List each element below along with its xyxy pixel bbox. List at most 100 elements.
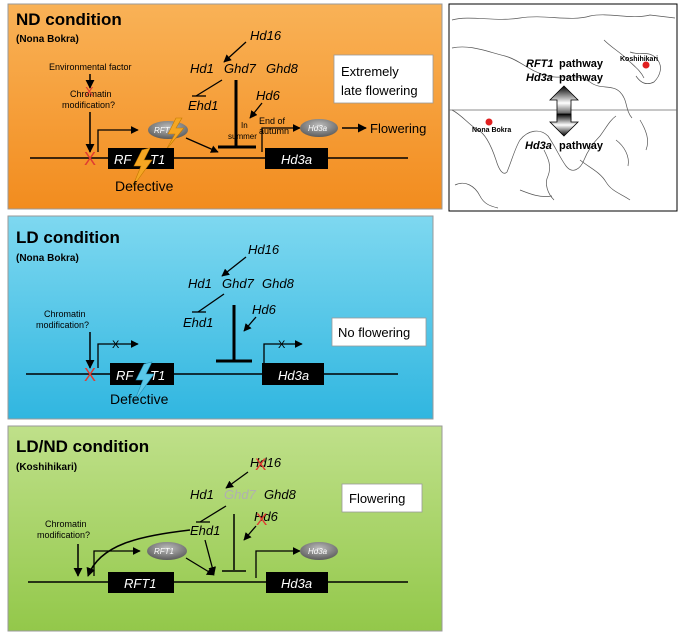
ldnd-phenotype-label: Flowering [349,491,405,506]
nd-hd16-label: Hd16 [250,28,282,43]
ld-title: LD condition [16,228,120,247]
ldnd-hd6-cross-icon: X [256,510,267,529]
ldnd-hd16-arrow [225,471,249,489]
nd-hd16-arrow [223,41,247,63]
map-rft1-pathway-word: pathway [559,58,604,70]
nd-ghd8-label: Ghd8 [266,61,299,76]
nd-chromatin-line1: Chromatin [70,89,112,99]
ld-hd3a-gene-label: Hd3a [278,368,309,383]
nd-ehd1-label: Ehd1 [188,98,218,113]
nd-rft1-transcription-arrow [97,126,139,152]
ld-ehd1-label: Ehd1 [183,315,213,330]
ldnd-rft1-gene-label: RFT1 [124,576,157,591]
nona-bokra-label: Nona Bokra [472,127,511,134]
nd-rft1-gene-part2: T1 [150,152,165,167]
nd-in-summer-line1: In [241,121,248,130]
ld-chromatin-line2: modification? [36,320,89,330]
nd-hd3a-gene-box [265,148,328,169]
nd-variety: (Nona Bokra) [16,34,79,45]
nd-phenotype-box [333,54,434,104]
ldnd-ghd7-ehd1-inhibit [199,505,227,523]
nd-chromatin-line2: modification? [62,100,115,110]
ld-panel-background [7,215,434,420]
nd-hd3a-gene-label: Hd3a [281,152,312,167]
nd-phenotype-line2: late flowering [341,83,418,98]
ld-defective-label: Defective [110,391,169,407]
ld-rft1-gene-part1: RF [116,368,134,383]
nd-rft1-to-flowering-arrow [185,137,219,153]
ldnd-chromatin-line2: modification? [37,530,90,540]
ldnd-hd16-cross-icon: X [255,455,266,474]
ldnd-title: LD/ND condition [16,437,149,456]
map-lower-pathway-gene: Hd3a [525,140,552,152]
ld-rft1-transcription-arrow [97,340,139,368]
nd-environmental-factor: Environmental factor [49,62,132,72]
nd-rft1-lightning-icon [165,117,185,151]
ldnd-rft1-gene-box [108,572,174,593]
nd-hd6-label: Hd6 [256,88,281,103]
ld-phenotype-box [331,317,427,347]
nd-defective-label: Defective [115,178,174,194]
map-rft1-pathway-gene: RFT1 [526,58,554,70]
ldnd-hd3a-transcription-arrow [255,547,301,578]
ld-hd16-arrow [221,256,247,277]
ld-hd3a-gene-box [262,363,324,385]
ld-hd16-label: Hd16 [248,242,280,257]
nd-hd1-label: Hd1 [190,61,214,76]
nd-hd3a-protein [300,119,338,137]
ldnd-ehd1-to-rft1-arrow [86,529,191,577]
nd-in-summer-line2: summer [228,132,257,141]
ld-rft1-cross-icon: X [84,365,96,385]
ld-variety: (Nona Bokra) [16,253,79,264]
ldnd-hd6-arrow [243,525,257,541]
koshihikari-label: Koshihikari [620,56,658,63]
nd-flowering-label: Flowering [370,121,426,136]
nd-hd3a-transcription-arrow [261,124,301,152]
map-hd3a-pathway-gene: Hd3a [526,72,553,84]
ld-rft1-gene-part2: T1 [150,368,165,383]
ld-ghd7-ehd1-inhibit [197,293,225,313]
ldnd-rft1-transcription-arrow [93,547,141,576]
nd-hd6-arrow [249,102,263,119]
ldnd-panel-background [7,425,443,632]
ldnd-ghd7-label: Ghd7 [224,487,257,502]
ldnd-ehd1-down-arrow [204,539,216,575]
ldnd-variety: (Koshihikari) [16,462,77,473]
nd-env-cross-icon: X [85,84,94,99]
ldnd-hd3a-gene-label: Hd3a [281,576,312,591]
nd-panel-background [7,3,443,210]
map-coastlines [451,14,676,209]
nd-phenotype-line1: Extremely [341,64,399,79]
ldnd-hd3a-protein [300,542,338,560]
map-down-arrow-icon [549,113,579,137]
nd-rft1-gene-part1: RF [114,152,132,167]
ldnd-chromatin-line1: Chromatin [45,519,87,529]
nd-gene-lightning-icon [131,147,153,189]
ldnd-hd3a-protein-label: Hd3a [308,547,328,556]
ldnd-phenotype-box [341,483,423,513]
map-panel: Koshihikari Nona Bokra RFT1 pathway Hd3a… [448,3,678,212]
ld-ghd8-label: Ghd8 [262,276,295,291]
nd-title: ND condition [16,10,122,29]
nd-rft1-cross-icon: X [84,149,96,169]
ldnd-hd6-label: Hd6 [254,509,279,524]
nd-end-autumn-line1: End of [259,116,286,126]
nd-hd3a-protein-label: Hd3a [308,124,328,133]
ld-ghd7-label: Ghd7 [222,276,255,291]
ld-panel: LD condition (Nona Bokra) Hd16 Hd1 Ghd7 … [7,215,434,420]
ldnd-ghd8-label: Ghd8 [264,487,297,502]
ld-hd6-arrow [243,316,257,332]
koshihikari-location-marker [642,61,650,69]
nd-rft1-protein-label: RFT1 [154,126,174,135]
map-lower-pathway-word: pathway [559,140,604,152]
ld-hd3a-transcription-arrow [263,340,303,368]
ld-hd1-label: Hd1 [188,276,212,291]
ld-chromatin-line1: Chromatin [44,309,86,319]
ld-rft1-block-x: X [112,339,120,351]
nd-ghd7-label: Ghd7 [224,61,257,76]
ldnd-panel: LD/ND condition (Koshihikari) Hd16 X Hd1… [7,425,443,632]
nona-bokra-location-marker [485,118,493,126]
nd-ghd7-ehd1-inhibit [195,79,223,97]
ldnd-hd1-label: Hd1 [190,487,214,502]
